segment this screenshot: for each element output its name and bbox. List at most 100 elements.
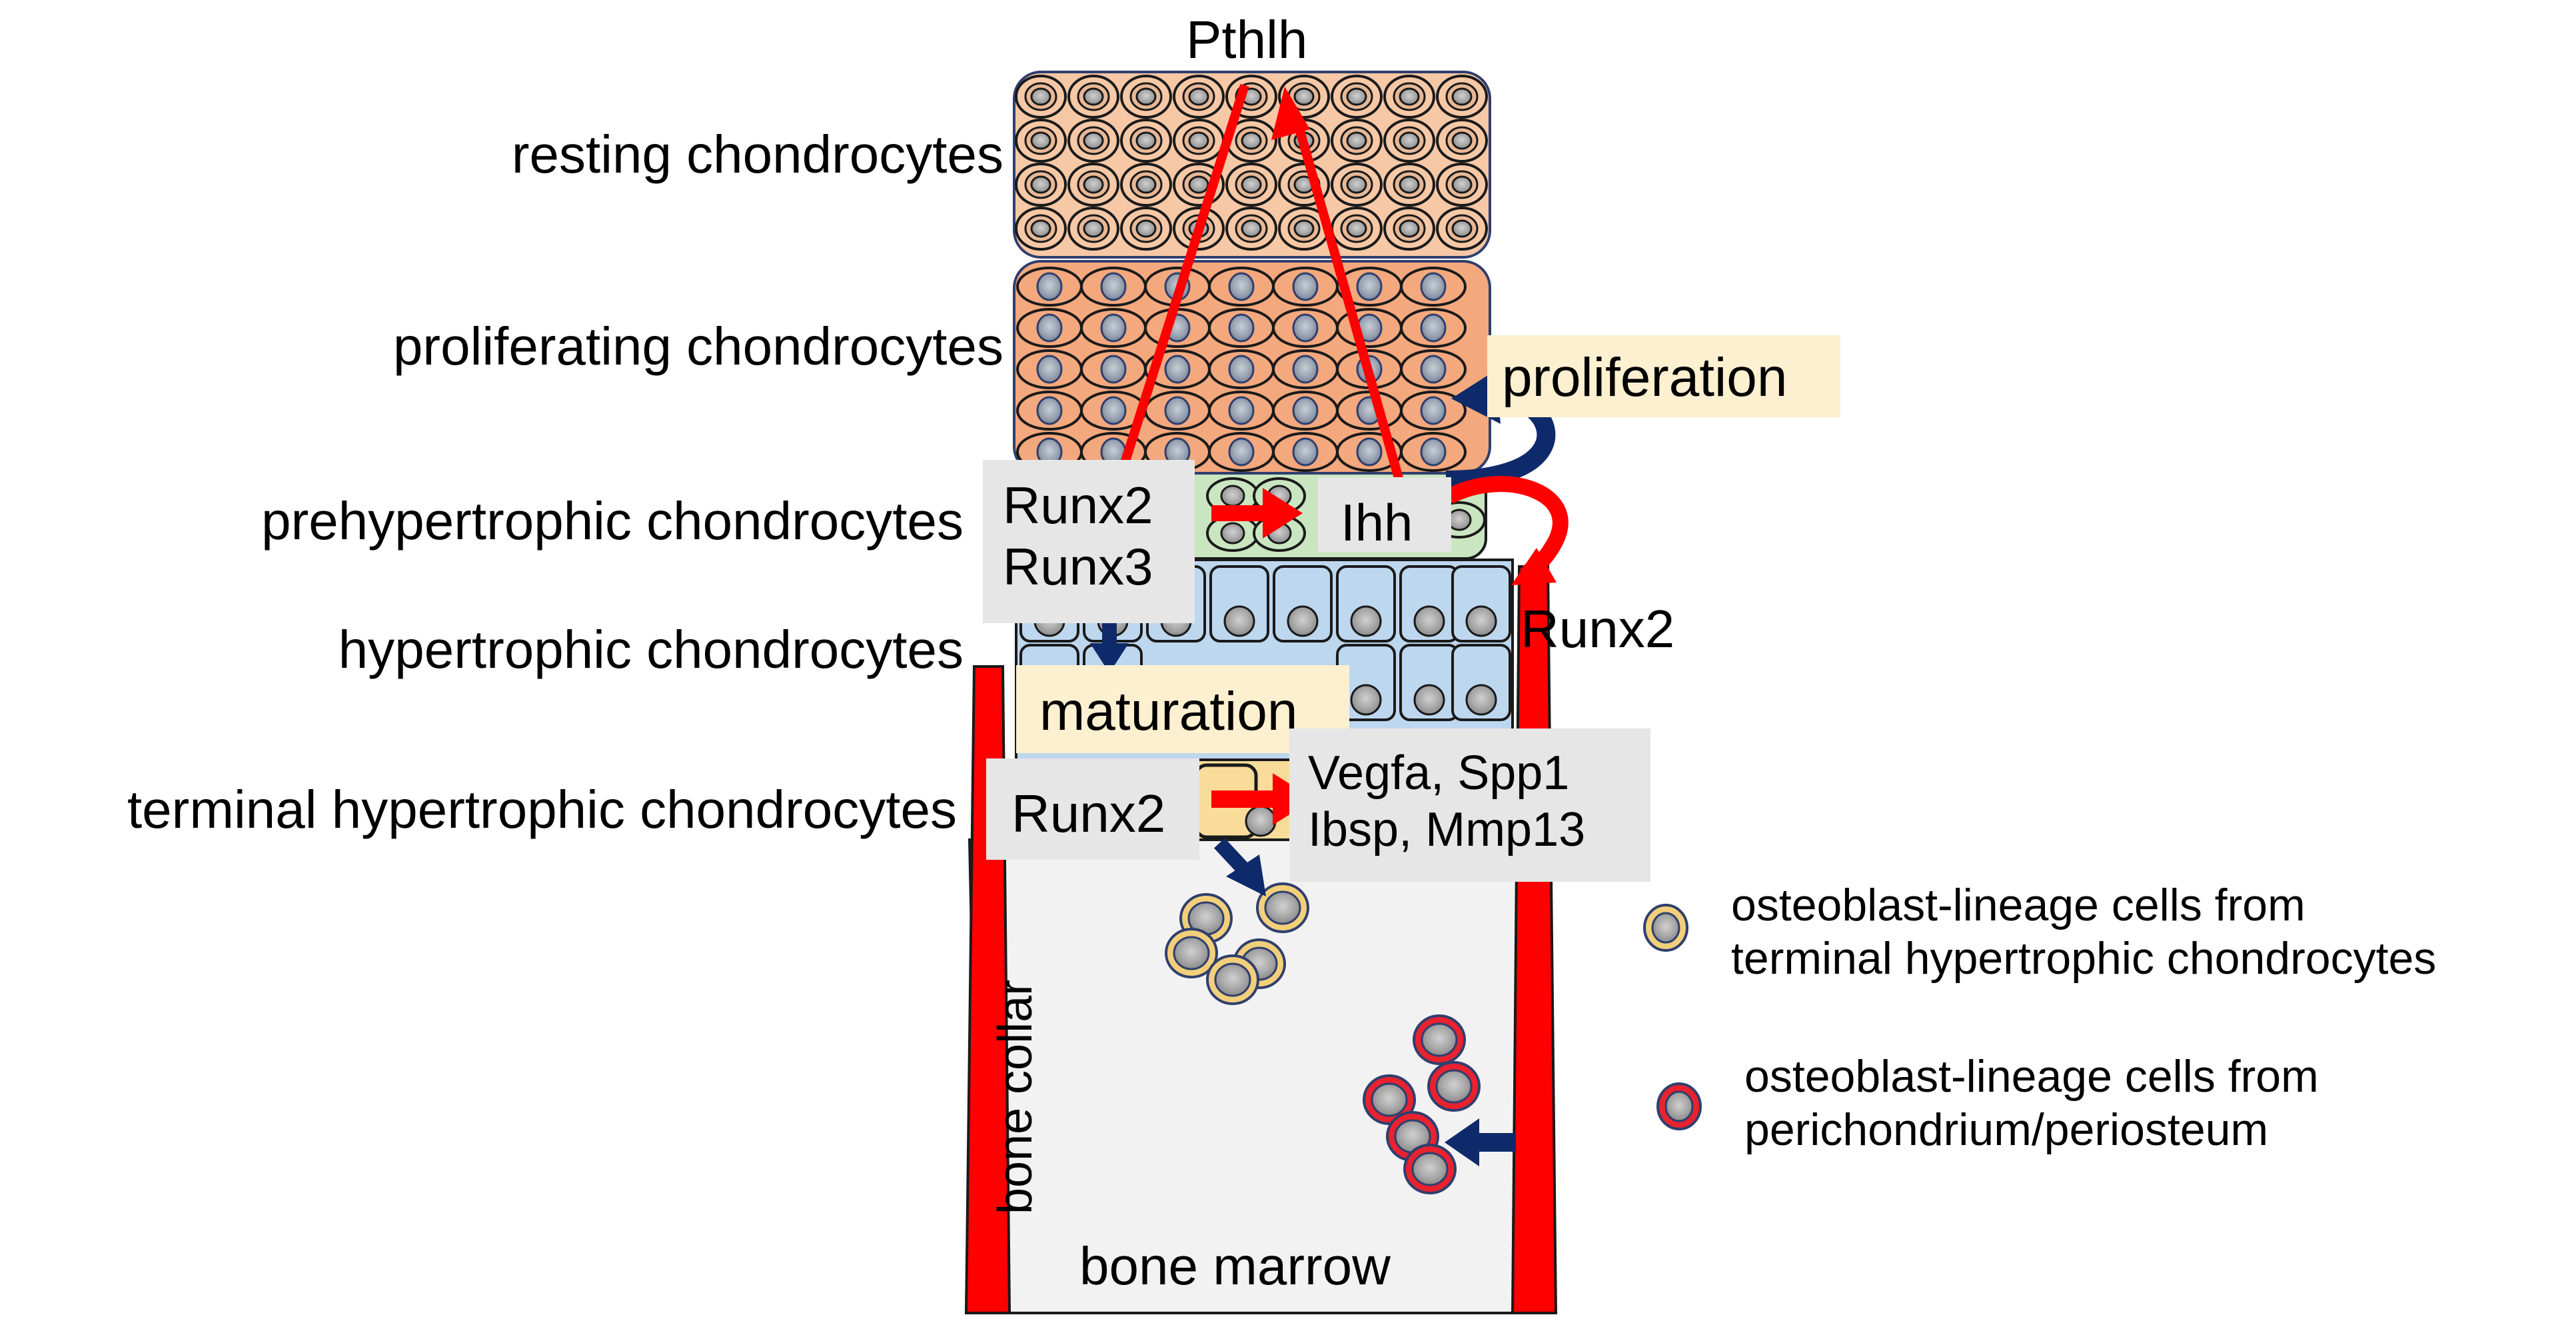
- proliferating-chondrocyte: [1400, 349, 1467, 389]
- maturation-text: maturation: [1039, 681, 1298, 742]
- resting-chondrocyte: [1278, 207, 1330, 251]
- pthlh-inhibition-line: [1109, 83, 1249, 499]
- ihh-to-pthlh-line: [1289, 109, 1407, 491]
- resting-chondrocyte: [1225, 163, 1277, 207]
- proliferating-chondrocyte: [1016, 391, 1083, 431]
- resting-chondrocyte: [1225, 207, 1277, 251]
- runx-to-maturation-arrowhead: [1090, 643, 1129, 673]
- periosteum-to-osteo-arrow: [1476, 1133, 1516, 1152]
- hypertrophic-chondrocyte: [1336, 565, 1396, 643]
- osteoblast-from-periosteum: [1403, 1144, 1457, 1194]
- proliferating-chondrocyte: [1080, 349, 1147, 389]
- runx2-to-targets-arrow: [1211, 790, 1277, 808]
- target-genes-line-2: Ibsp, Mmp13: [1308, 802, 1586, 856]
- proliferating-chondrocyte: [1400, 308, 1467, 348]
- legend-chondro-line-2: terminal hypertrophic chondrocytes: [1731, 933, 2437, 984]
- proliferating-chondrocyte: [1080, 308, 1147, 348]
- proliferating-chondrocyte: [1272, 391, 1339, 431]
- proliferating-chondrocyte: [1080, 267, 1147, 307]
- hypertrophic-chondrocyte: [1451, 565, 1511, 643]
- bone-marrow-label: bone marrow: [1079, 1236, 1391, 1296]
- proliferating-chondrocyte: [1208, 267, 1275, 307]
- bone-collar-label: bone collar: [989, 979, 1042, 1214]
- resting-chondrocyte: [1015, 163, 1067, 207]
- zone-label-hypertrophic: hypertrophic chondrocytes: [338, 620, 964, 679]
- zone-label-resting: resting chondrocytes: [511, 125, 1003, 184]
- ihh-to-pthlh-arrowhead: [1271, 87, 1310, 140]
- osteoblast-from-chondrocyte: [1165, 928, 1218, 978]
- resting-chondrocyte: [1436, 119, 1488, 163]
- zone-label-prehypertrophic: prehypertrophic chondrocytes: [261, 491, 964, 551]
- hypertrophic-chondrocyte: [1399, 565, 1459, 643]
- osteoblast-from-chondrocyte: [1179, 893, 1233, 944]
- proliferating-chondrocyte: [1336, 267, 1403, 307]
- proliferating-chondrocyte: [1208, 432, 1275, 472]
- periosteum-to-osteo-arrowhead: [1445, 1118, 1479, 1166]
- runx2-runx3-box: Runx2 Runx3: [983, 460, 1195, 623]
- proliferation-text: proliferation: [1502, 347, 1788, 408]
- proliferating-chondrocyte: [1272, 267, 1339, 307]
- hypertrophic-chondrocyte: [1451, 644, 1511, 721]
- proliferating-chondrocyte: [1400, 267, 1467, 307]
- osteoblast-from-chondrocyte: [1256, 882, 1309, 933]
- resting-chondrocyte: [1331, 75, 1383, 119]
- proliferating-chondrocyte: [1336, 308, 1403, 348]
- runx3-text: Runx3: [1003, 537, 1153, 597]
- prehypertrophic-chondrocyte: [1206, 477, 1259, 515]
- legend-chondro-line-1: osteoblast-lineage cells from: [1731, 880, 2305, 930]
- resting-chondrocyte: [1331, 207, 1383, 251]
- resting-chondrocyte: [1383, 207, 1435, 251]
- resting-chondrocyte: [1015, 119, 1067, 163]
- resting-chondrocyte: [1120, 75, 1172, 119]
- resting-chondrocyte: [1383, 119, 1435, 163]
- resting-chondrocyte: [1067, 163, 1119, 207]
- hypertrophic-chondrocyte: [1399, 644, 1459, 721]
- resting-chondrocyte: [1067, 207, 1119, 251]
- proliferating-chondrocyte: [1016, 267, 1083, 307]
- resting-chondrocyte: [1383, 75, 1435, 119]
- proliferating-chondrocyte: [1208, 308, 1275, 348]
- runx2-side-label: Runx2: [1521, 599, 1675, 659]
- proliferating-chondrocyte: [1208, 349, 1275, 389]
- hypertrophic-chondrocyte: [1209, 565, 1269, 643]
- target-genes-line-1: Vegfa, Spp1: [1308, 746, 1570, 800]
- resting-chondrocyte: [1015, 207, 1067, 251]
- ihh-text: Ihh: [1341, 493, 1413, 552]
- resting-chondrocyte: [1120, 207, 1172, 251]
- resting-chondrocyte: [1120, 119, 1172, 163]
- resting-chondrocyte: [1173, 119, 1225, 163]
- osteoblast-from-periosteum: [1363, 1074, 1416, 1125]
- runx-to-ihh-arrowhead: [1263, 488, 1303, 539]
- resting-chondrocyte: [1173, 163, 1225, 207]
- legend-peri-text: osteoblast-lineage cells from perichondr…: [1744, 1050, 2319, 1156]
- resting-chondrocyte: [1120, 163, 1172, 207]
- legend-peri-line-1: osteoblast-lineage cells from: [1744, 1051, 2319, 1102]
- proliferating-chondrocyte: [1208, 391, 1275, 431]
- proliferating-chondrocyte: [1080, 391, 1147, 431]
- zone-label-terminal: terminal hypertrophic chondrocytes: [127, 780, 957, 839]
- resting-chondrocyte: [1436, 75, 1488, 119]
- osteoblast-from-periosteum: [1427, 1061, 1481, 1112]
- maturation-box: maturation: [1016, 665, 1349, 753]
- resting-chondrocyte: [1067, 75, 1119, 119]
- legend-chondro-cell-icon: [1643, 904, 1688, 952]
- hypertrophic-chondrocyte: [1273, 565, 1333, 643]
- hypertrophic-chondrocyte: [1336, 644, 1396, 721]
- runx-to-ihh-arrow: [1211, 505, 1266, 521]
- proliferating-chondrocyte: [1016, 349, 1083, 389]
- prehypertrophic-chondrocyte: [1206, 515, 1259, 552]
- resting-chondrocyte: [1331, 119, 1383, 163]
- ihh-to-runx2-arrowhead: [1511, 548, 1557, 585]
- resting-chondrocyte: [1436, 163, 1488, 207]
- resting-chondrocyte: [1173, 75, 1225, 119]
- resting-chondrocyte: [1383, 163, 1435, 207]
- runx2-lower-box: Runx2: [986, 758, 1199, 860]
- proliferating-chondrocyte: [1272, 308, 1339, 348]
- resting-chondrocyte: [1436, 207, 1488, 251]
- osteoblast-from-chondrocyte: [1206, 954, 1259, 1005]
- bone-collar-right: [1511, 565, 1558, 1314]
- proliferating-chondrocyte: [1400, 432, 1467, 472]
- proliferating-chondrocyte: [1144, 308, 1211, 348]
- zone-label-proliferating: proliferating chondrocytes: [392, 317, 1003, 376]
